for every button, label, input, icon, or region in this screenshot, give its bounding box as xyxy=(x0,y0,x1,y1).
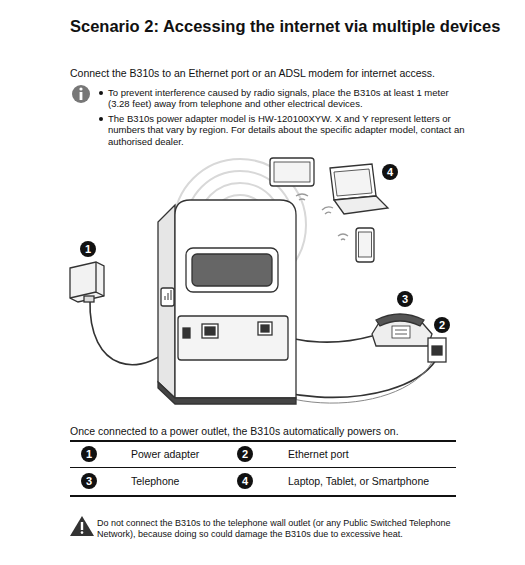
note-bullet: The B310s power adapter model is HW-1201… xyxy=(108,113,468,147)
callout-number: 3 xyxy=(397,291,413,307)
intro-text: Connect the B310s to an Ethernet port or… xyxy=(70,67,510,80)
callout-number: 2 xyxy=(434,317,450,333)
info-icon xyxy=(72,85,90,103)
info-icon-dot xyxy=(79,87,82,90)
wall-jack xyxy=(428,338,446,362)
bullet xyxy=(99,91,103,95)
page-title: Scenario 2: Accessing the internet via m… xyxy=(70,16,515,36)
callout-number: 3 xyxy=(81,473,97,489)
callout-circles xyxy=(80,164,450,333)
table-cell: Ethernet port xyxy=(288,448,453,461)
table-cell: Telephone xyxy=(131,475,236,488)
power-adapter xyxy=(70,262,104,302)
power-note: Once connected to a power outlet, the B3… xyxy=(70,425,490,438)
table-cell: Power adapter xyxy=(131,448,236,461)
router xyxy=(158,200,296,404)
smartphone xyxy=(338,228,374,262)
callout-number: 4 xyxy=(237,473,253,489)
warning-icon xyxy=(70,516,94,536)
warning-text: Do not connect the B310s to the telephon… xyxy=(97,518,452,540)
legend-table xyxy=(70,440,456,497)
callout-number: 2 xyxy=(237,446,253,462)
table-cell: Laptop, Tablet, or Smartphone xyxy=(288,475,456,488)
callout-number: 4 xyxy=(382,164,398,180)
callout-number: 1 xyxy=(80,241,96,257)
bullet xyxy=(99,117,103,121)
callout-number: 1 xyxy=(81,446,97,462)
telephone xyxy=(372,314,432,346)
laptop xyxy=(322,164,388,214)
info-icon-stem xyxy=(80,92,83,100)
tablet xyxy=(270,158,314,200)
note-bullet: To prevent interference caused by radio … xyxy=(108,87,468,110)
